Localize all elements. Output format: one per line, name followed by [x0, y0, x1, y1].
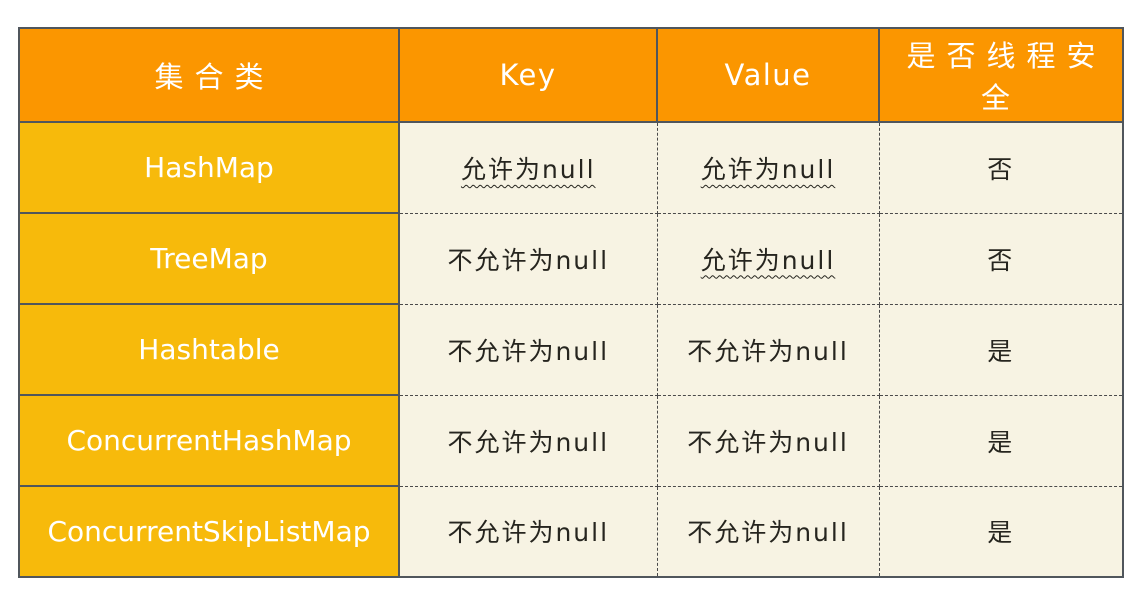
header-cell-collection-class: 集合类: [18, 27, 400, 123]
cell-collection-name: HashMap: [18, 121, 400, 214]
cell-thread-safe: 是: [878, 485, 1124, 578]
table-row: ConcurrentSkipListMap 不允许为null 不允许为null …: [18, 485, 1124, 578]
cell-value: 不允许为null: [656, 485, 880, 578]
cell-value-text: 不允许为null: [687, 427, 849, 457]
cell-key: 不允许为null: [398, 303, 658, 396]
cell-collection-name: ConcurrentSkipListMap: [18, 485, 400, 578]
cell-thread-safe: 是: [878, 394, 1124, 487]
cell-value-text: 允许为null: [700, 245, 836, 275]
header-cell-key: Key: [398, 27, 658, 123]
header-cell-value: Value: [656, 27, 880, 123]
header-cell-thread-safe: 是否线程安全: [878, 27, 1124, 123]
cell-key-text: 不允许为null: [447, 518, 610, 548]
cell-key: 不允许为null: [398, 485, 658, 578]
cell-key-text: 不允许为null: [447, 427, 610, 457]
cell-key-text: 允许为null: [460, 154, 596, 184]
cell-thread-safe: 否: [878, 121, 1124, 214]
table-row: HashMap 允许为null 允许为null 否: [18, 121, 1124, 214]
cell-thread-safe: 否: [878, 212, 1124, 305]
cell-collection-name: Hashtable: [18, 303, 400, 396]
cell-key-text: 不允许为null: [447, 245, 610, 275]
cell-collection-name: ConcurrentHashMap: [18, 394, 400, 487]
cell-value: 允许为null: [656, 121, 880, 214]
cell-thread-safe: 是: [878, 303, 1124, 396]
table-row: Hashtable 不允许为null 不允许为null 是: [18, 303, 1124, 396]
cell-collection-name: TreeMap: [18, 212, 400, 305]
cell-value: 不允许为null: [656, 303, 880, 396]
table-row: TreeMap 不允许为null 允许为null 否: [18, 212, 1124, 305]
table-row: ConcurrentHashMap 不允许为null 不允许为null 是: [18, 394, 1124, 487]
cell-key: 不允许为null: [398, 394, 658, 487]
header-row: 集合类 Key Value 是否线程安全: [18, 27, 1124, 123]
cell-value-text: 允许为null: [700, 154, 836, 184]
cell-value-text: 不允许为null: [687, 518, 849, 548]
cell-key: 不允许为null: [398, 212, 658, 305]
map-comparison-table: 集合类 Key Value 是否线程安全 HashMap 允许为null 允许为…: [18, 27, 1124, 578]
cell-value-text: 不允许为null: [687, 336, 849, 366]
cell-key: 允许为null: [398, 121, 658, 214]
cell-value: 允许为null: [656, 212, 880, 305]
cell-key-text: 不允许为null: [447, 336, 610, 366]
cell-value: 不允许为null: [656, 394, 880, 487]
